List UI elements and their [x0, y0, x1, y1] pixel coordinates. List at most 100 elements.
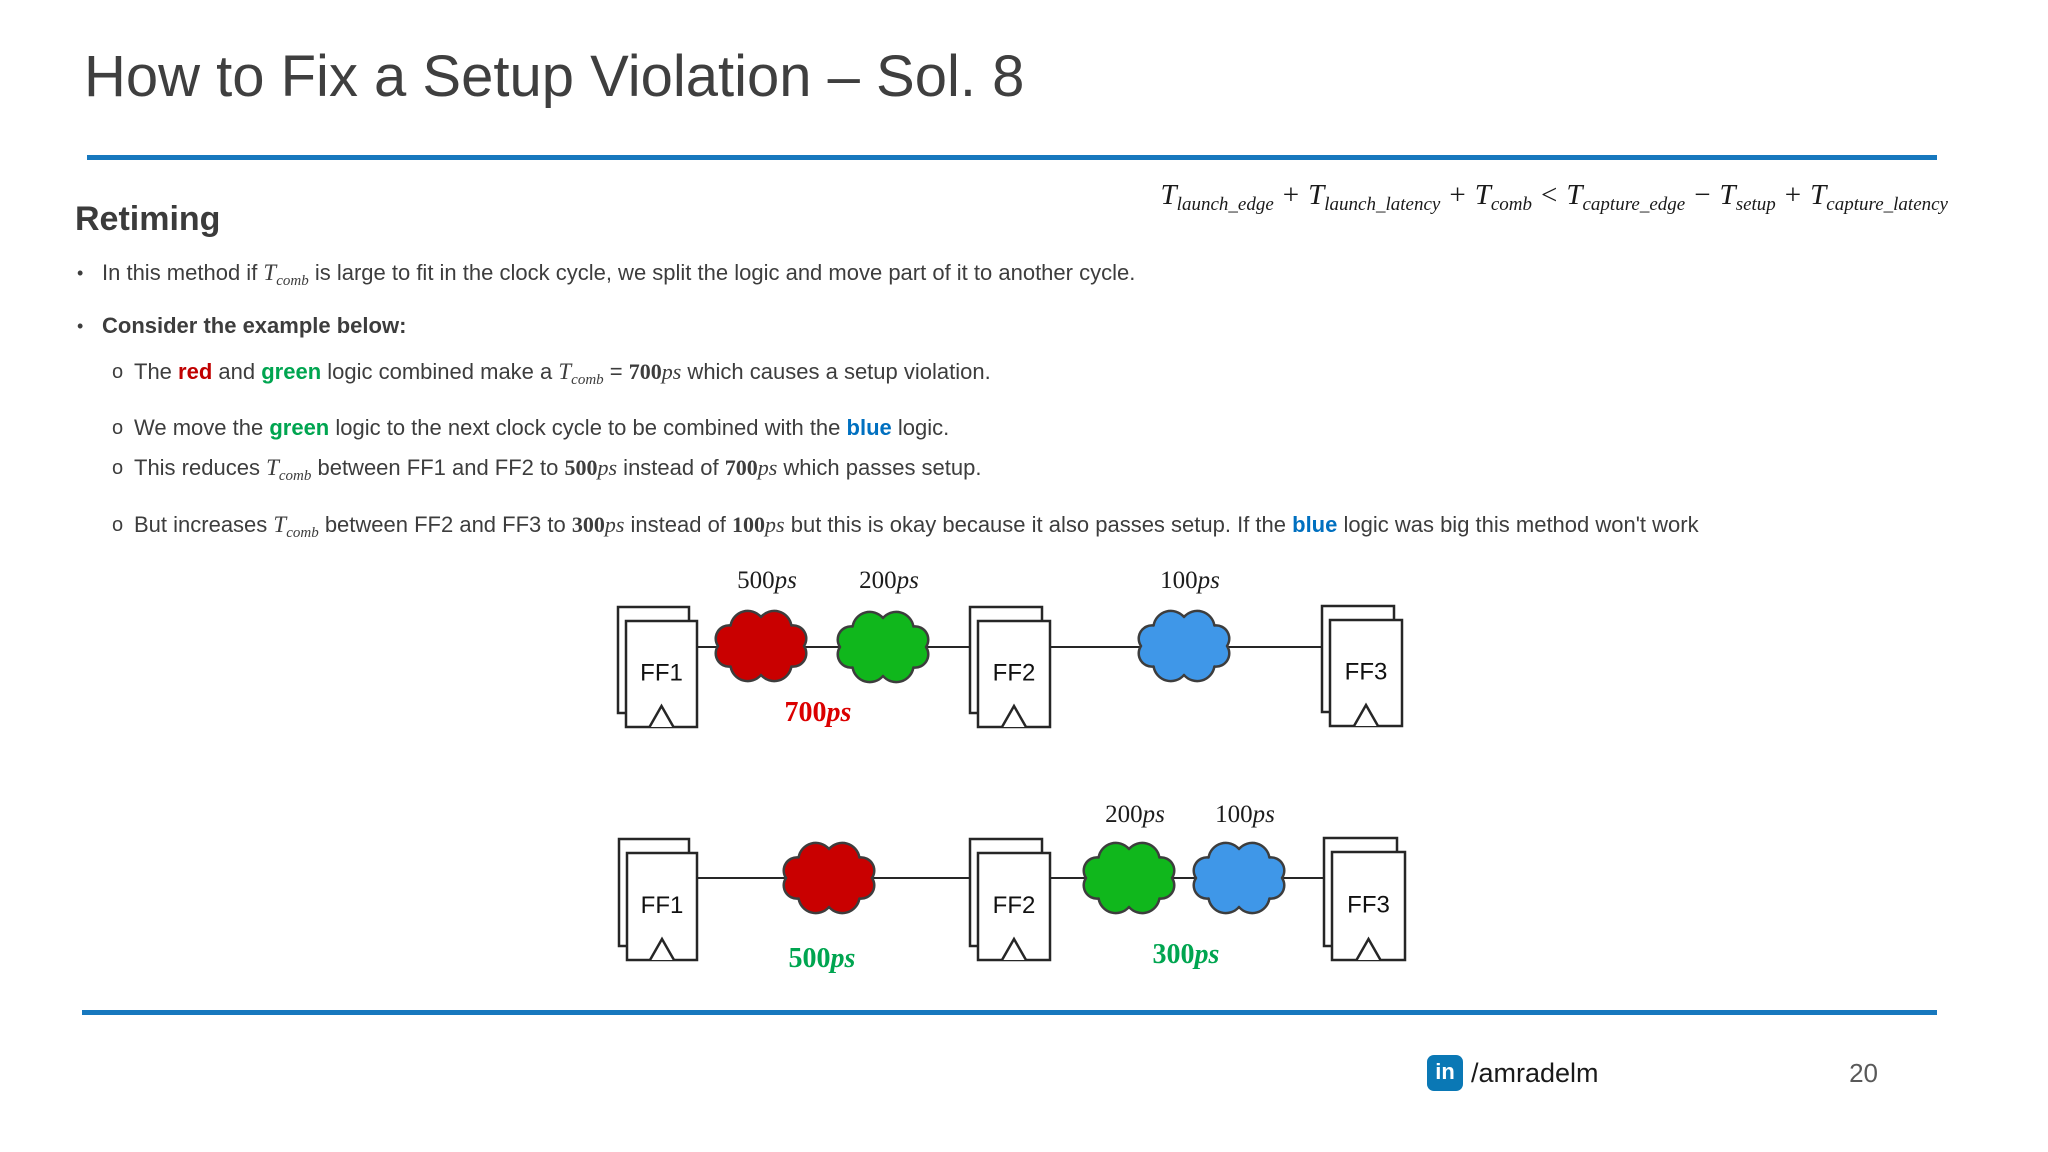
text-segment: We move the	[134, 415, 270, 440]
text-segment: This reduces	[134, 455, 267, 480]
logic-cloud-blue-logic	[1137, 609, 1231, 683]
section-heading: Retiming	[75, 200, 221, 238]
text-segment: red	[178, 359, 213, 384]
flipflop-FF1: FF1	[616, 605, 699, 729]
text-segment: instead of	[624, 512, 733, 537]
bullet-item: • In this method if Tcomb is large to fit…	[77, 260, 1947, 294]
slide-title: How to Fix a Setup Violation – Sol. 8	[84, 44, 1025, 109]
text-segment: ps	[597, 455, 618, 480]
text-segment: =	[603, 359, 629, 384]
bullet-text: The red and green logic combined make a …	[134, 359, 1947, 393]
text-segment: and	[212, 359, 262, 384]
linkedin-in-glyph: in	[1435, 1059, 1455, 1084]
text-segment: 300	[571, 512, 605, 537]
bullet-marker: •	[77, 263, 84, 283]
bullet-text: Consider the example below:	[102, 313, 1947, 339]
formula-operator: +	[1449, 179, 1466, 211]
linkedin-icon[interactable]: in	[1427, 1055, 1463, 1091]
text-segment: between FF1 and FF2 to	[311, 455, 565, 480]
bullet-item: o But increases Tcomb between FF2 and FF3…	[112, 512, 1947, 546]
cloud-delay-label: 200ps	[1105, 801, 1165, 828]
bullet-text: This reduces Tcomb between FF1 and FF2 t…	[134, 455, 1947, 489]
bullet-text: But increases Tcomb between FF2 and FF3 …	[134, 512, 1947, 546]
text-segment: logic to the next clock cycle to be comb…	[329, 415, 847, 440]
formula-term: Tsetup	[1719, 179, 1776, 215]
formula-term: Tcapture_latency	[1810, 179, 1948, 215]
text-segment: ps	[757, 455, 778, 480]
text-segment: The	[134, 359, 179, 384]
text-segment: ps	[604, 512, 625, 537]
path-delay-label: 700ps	[785, 697, 852, 728]
text-segment: But increases	[134, 512, 274, 537]
clock-triangle-icon	[648, 703, 675, 728]
bullet-item: o We move the green logic to the next clo…	[112, 415, 1947, 441]
text-segment: which causes a setup violation.	[681, 359, 991, 384]
flipflop-FF3: FF3	[1322, 836, 1407, 962]
formula-operator: −	[1694, 179, 1711, 211]
flipflop-label: FF3	[1345, 658, 1388, 685]
flipflop-label: FF2	[993, 659, 1036, 686]
clock-triangle-icon	[1355, 936, 1382, 961]
clock-triangle-icon	[1352, 702, 1380, 727]
flipflop-label: FF3	[1347, 891, 1390, 918]
flipflop-FF2: FF2	[968, 605, 1052, 729]
text-segment: but this is okay because it also passes …	[784, 512, 1293, 537]
formula-term: Tlaunch_latency	[1308, 179, 1441, 215]
text-segment: 700	[724, 455, 758, 480]
path-delay-label: 300ps	[1153, 939, 1220, 970]
text-segment: Consider the example below:	[102, 313, 407, 338]
math-variable: Tcomb	[558, 359, 604, 388]
text-segment: In this method if	[102, 260, 264, 285]
linkedin-handle[interactable]: /amradelm	[1471, 1058, 1599, 1088]
formula-operator: +	[1784, 179, 1802, 211]
math-variable: Tcomb	[273, 512, 319, 541]
clock-triangle-icon	[1000, 936, 1028, 961]
footer-divider	[82, 1010, 1937, 1015]
cloud-delay-label: 200ps	[859, 567, 919, 594]
text-segment: 700	[628, 359, 662, 384]
logic-cloud-red-logic	[714, 609, 808, 683]
text-segment: between FF2 and FF3 to	[318, 512, 572, 537]
bullet-marker: o	[112, 514, 124, 536]
formula-term: Tcomb	[1474, 179, 1532, 215]
page-number: 20	[1849, 1058, 1878, 1088]
clock-triangle-icon	[648, 936, 676, 961]
flipflop-FF2: FF2	[968, 837, 1052, 962]
logic-cloud-green-logic	[836, 610, 930, 684]
text-segment: which passes setup.	[777, 455, 982, 480]
formula-term: Tcapture_edge	[1566, 179, 1686, 215]
formula-term: Tlaunch_edge	[1160, 179, 1274, 215]
text-segment: ps	[765, 512, 785, 537]
clock-triangle-icon	[1000, 703, 1028, 728]
text-segment: instead of	[617, 455, 725, 480]
flipflop-label: FF2	[993, 892, 1036, 919]
text-segment: logic.	[891, 415, 950, 440]
bullet-list: • In this method if Tcomb is large to fit…	[75, 260, 1947, 546]
logic-cloud-green-logic	[1082, 841, 1176, 915]
math-variable: Tcomb	[266, 455, 312, 484]
flipflop-label: FF1	[641, 892, 684, 919]
formula-operator: +	[1282, 179, 1300, 211]
bullet-marker: o	[112, 417, 124, 439]
flipflop-FF1: FF1	[617, 837, 699, 962]
text-segment: logic combined make a	[321, 359, 559, 384]
text-segment: blue	[846, 415, 892, 440]
text-segment: logic was big this method won't work	[1337, 512, 1699, 537]
cloud-delay-label: 100ps	[1215, 801, 1275, 828]
bullet-text: In this method if Tcomb is large to fit …	[102, 260, 1947, 294]
text-segment: is large to fit in the clock cycle, we s…	[308, 260, 1136, 285]
cloud-delay-label: 500ps	[737, 567, 797, 594]
text-segment: blue	[1292, 512, 1338, 537]
flipflop-label: FF1	[640, 659, 683, 686]
setup-constraint-formula: Tlaunch_edge+Tlaunch_latency+Tcomb<Tcapt…	[1161, 179, 1948, 216]
bullet-marker: •	[77, 316, 84, 336]
text-segment: 100	[732, 512, 766, 537]
flipflop-FF3: FF3	[1320, 604, 1404, 728]
text-segment: green	[269, 415, 330, 440]
bullet-marker: o	[112, 361, 124, 383]
